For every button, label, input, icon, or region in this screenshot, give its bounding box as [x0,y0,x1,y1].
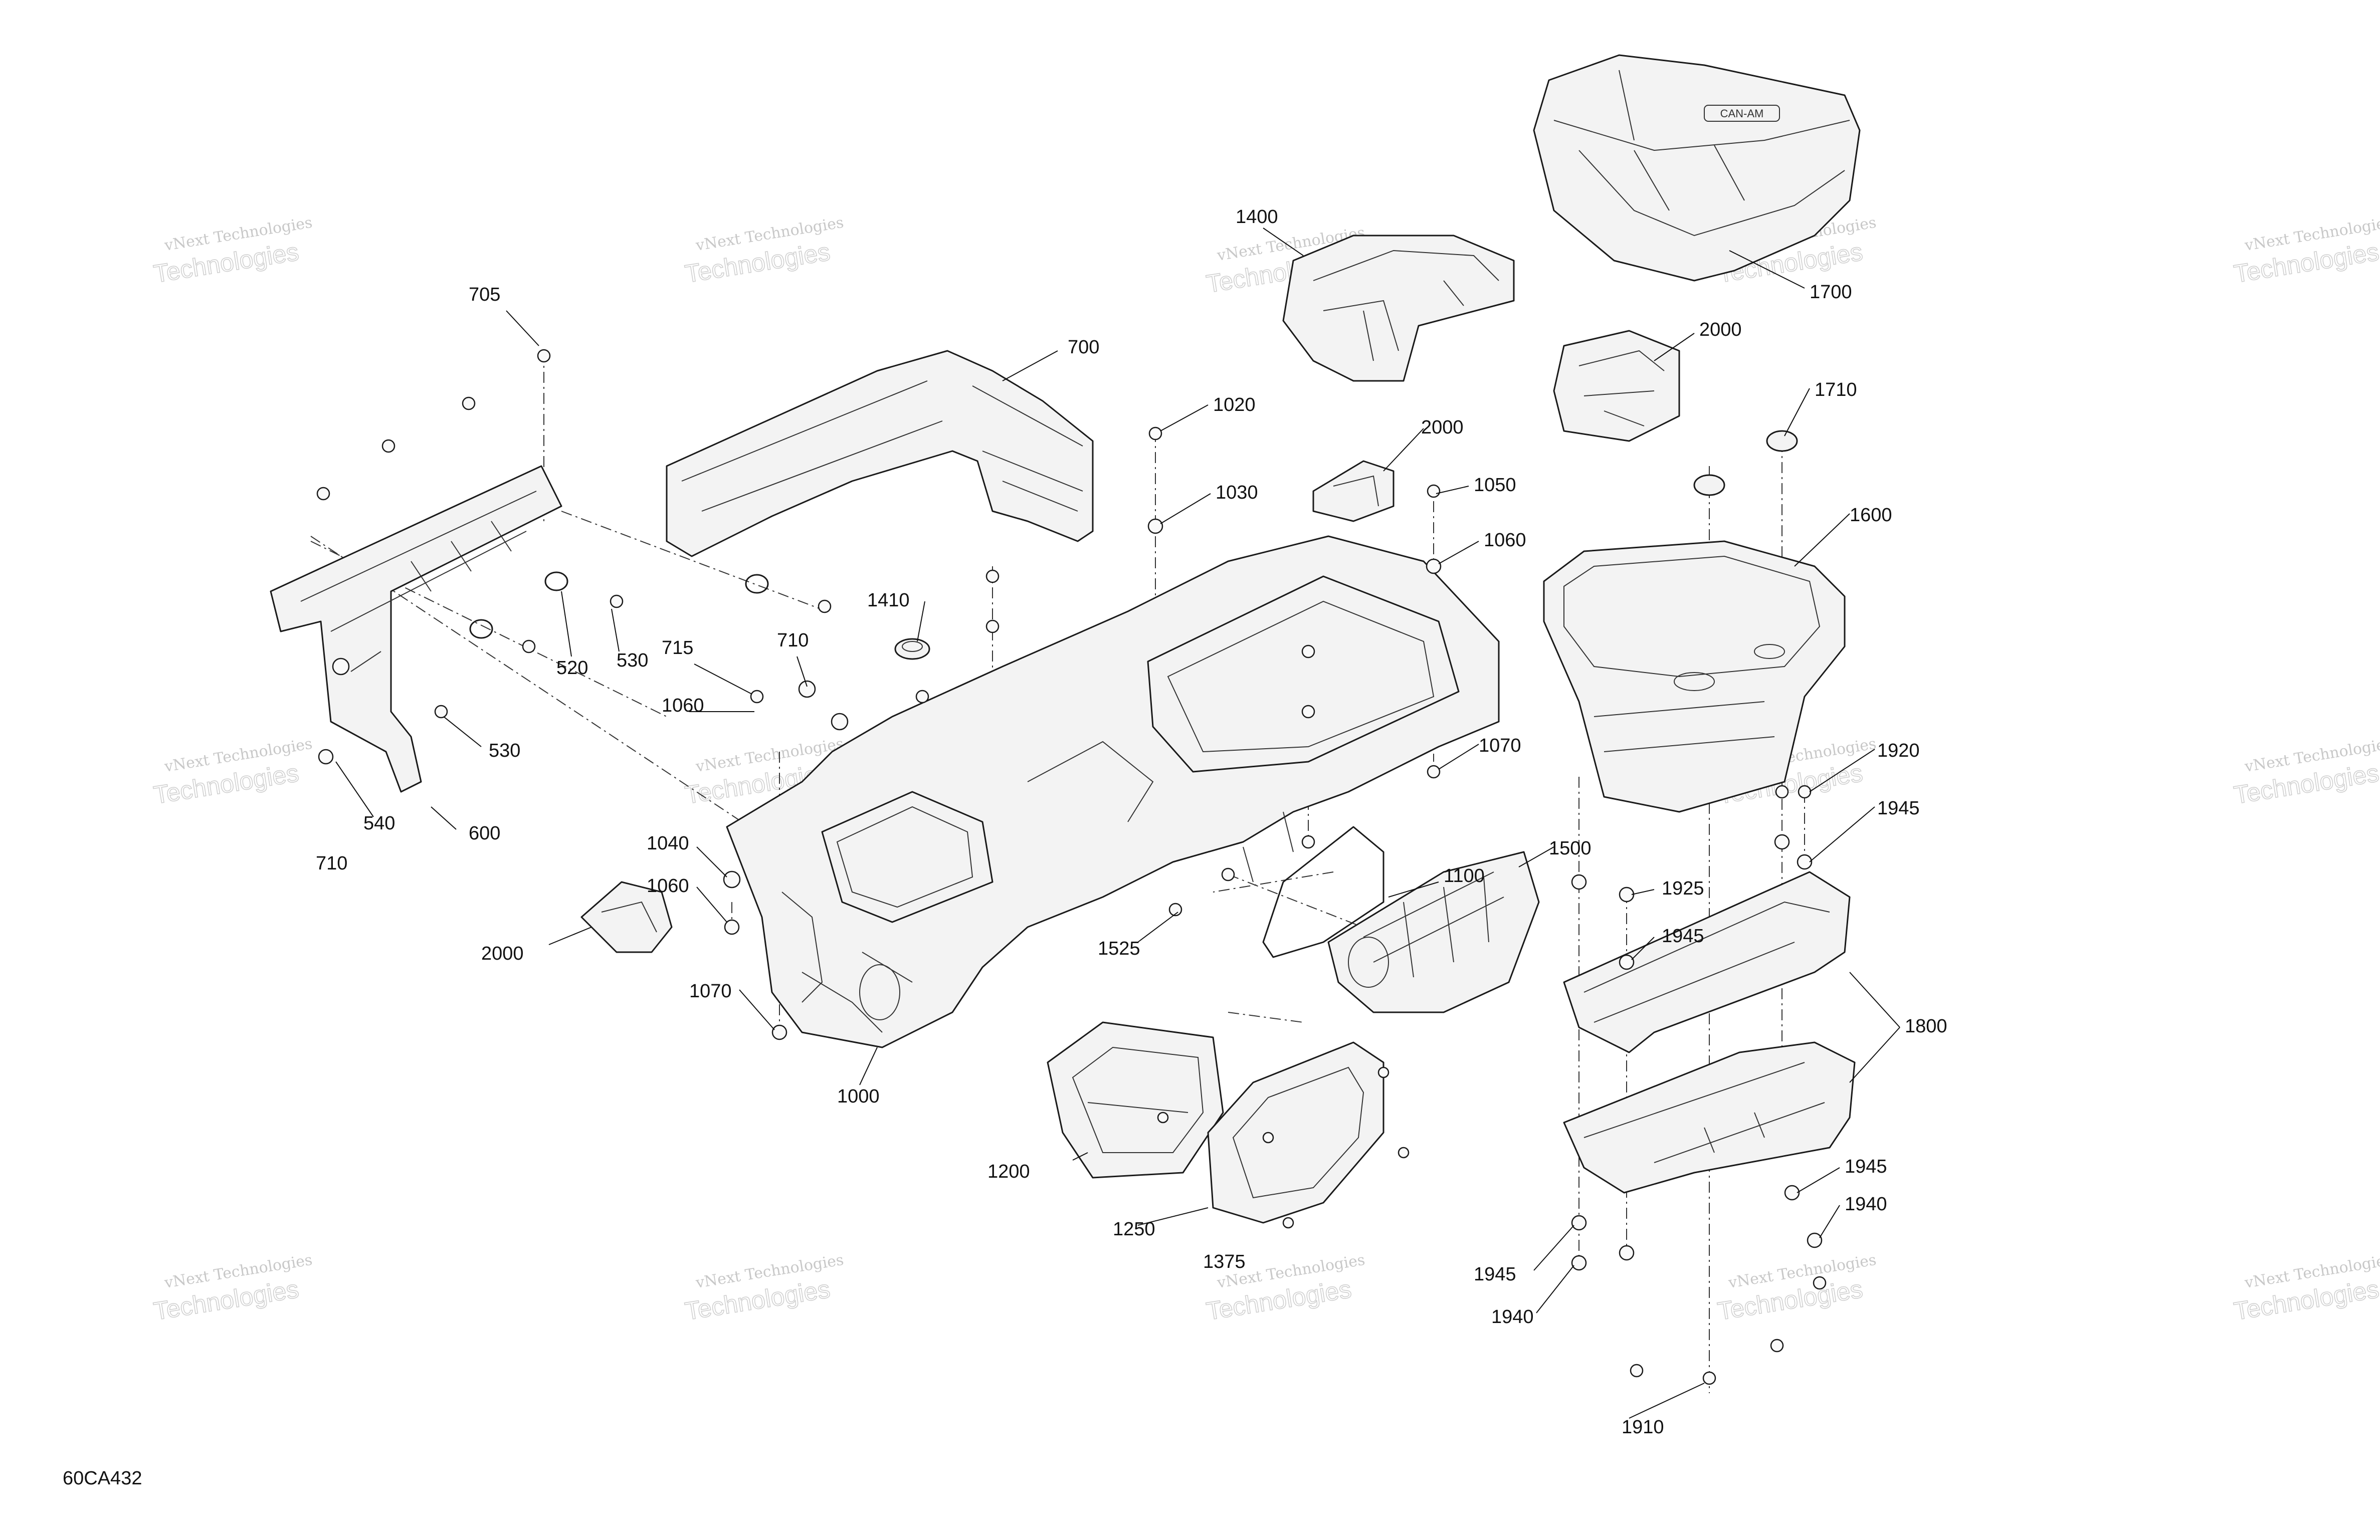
latch-2000-middle [1312,460,1395,522]
callout: 1945 [1662,926,1704,947]
callout: 1500 [1549,838,1592,859]
callout: 2000 [1699,319,1742,340]
grommet-1410 [894,638,930,660]
callout: 715 [662,637,693,658]
cover-1250 [1207,1041,1384,1224]
watermark: vNext Technologies Technologies [151,214,314,289]
callout: 540 [363,813,395,834]
glovebox-1200 [1047,1021,1224,1179]
callout: 1030 [1216,482,1258,503]
callout: 530 [617,650,648,671]
latch-2000-top [1553,330,1680,442]
callout: 1920 [1877,740,1920,761]
watermark: vNext Technologies Technologies [2232,214,2380,289]
callout: 1200 [987,1161,1030,1182]
console-1500 [1327,851,1540,1013]
callout: 1070 [689,981,732,1002]
callout: 530 [489,740,520,761]
frame-1000 [726,535,1500,1048]
watermark: vNext Technologies Technologies [2232,735,2380,810]
callouts: 705 700 520 530 530 715 710 1060 710 540… [316,206,1947,1438]
callout: 1020 [1213,394,1256,415]
callout: 1910 [1622,1417,1664,1438]
callout: 1060 [662,695,704,716]
callout: 2000 [1421,417,1464,438]
callout: 1070 [1479,735,1521,756]
callout: 1925 [1662,878,1704,899]
callout: 1945 [1474,1264,1516,1285]
callout: 600 [469,823,500,844]
callout: 1000 [837,1086,880,1107]
logo-text: CAN-AM [1720,107,1764,120]
callout: 1710 [1815,379,1857,400]
bracket-600 [270,465,562,793]
callout: 700 [1068,337,1099,358]
rack-1800 [1563,871,1856,1194]
callout: 1375 [1203,1251,1246,1272]
watermark: vNext Technologies Technologies [151,735,314,810]
watermark: vNext Technologies Technologies [683,1251,845,1326]
watermark: vNext Technologies Technologies [683,214,845,289]
latch-2000-left [580,881,673,953]
callout: 705 [469,284,500,305]
lid-1700: CAN-AM [1533,54,1861,282]
callout: 1400 [1236,206,1278,228]
callout: 1060 [647,875,689,897]
bin-1600 [1543,540,1846,813]
callout: 1945 [1877,798,1920,819]
callout: 2000 [481,943,524,964]
watermark: vNext Technologies Technologies [151,1251,314,1326]
callout: 1040 [647,833,689,854]
callout: 520 [556,657,588,679]
grommets-1710 [1693,430,1798,496]
callout: 1940 [1491,1306,1534,1328]
callout: 1700 [1810,282,1852,303]
callout: 710 [316,853,347,874]
callout: 1800 [1905,1016,1947,1037]
callout: 1945 [1845,1156,1887,1177]
reference-code: 60CA432 [63,1468,142,1489]
callout: 1940 [1845,1194,1887,1215]
bracket-1100 [1262,826,1384,958]
callout: 1410 [867,590,910,611]
cover-1400 [1282,235,1515,382]
watermark: vNext Technologies Technologies [1715,1251,1878,1326]
callout: 1100 [1444,865,1485,887]
callout: 1600 [1850,505,1892,526]
logo-plate [1704,105,1780,122]
washers-520 [469,571,769,639]
callout: 1250 [1113,1219,1155,1240]
callout: 710 [777,630,809,651]
callout: 1060 [1484,530,1526,551]
fasteners [316,349,1827,1385]
callout: 1050 [1474,475,1516,496]
watermark: vNext Technologies Technologies [2232,1251,2380,1326]
leader-lines [335,228,1900,1419]
callout: 1525 [1098,938,1140,959]
bracket-700 [666,350,1094,557]
